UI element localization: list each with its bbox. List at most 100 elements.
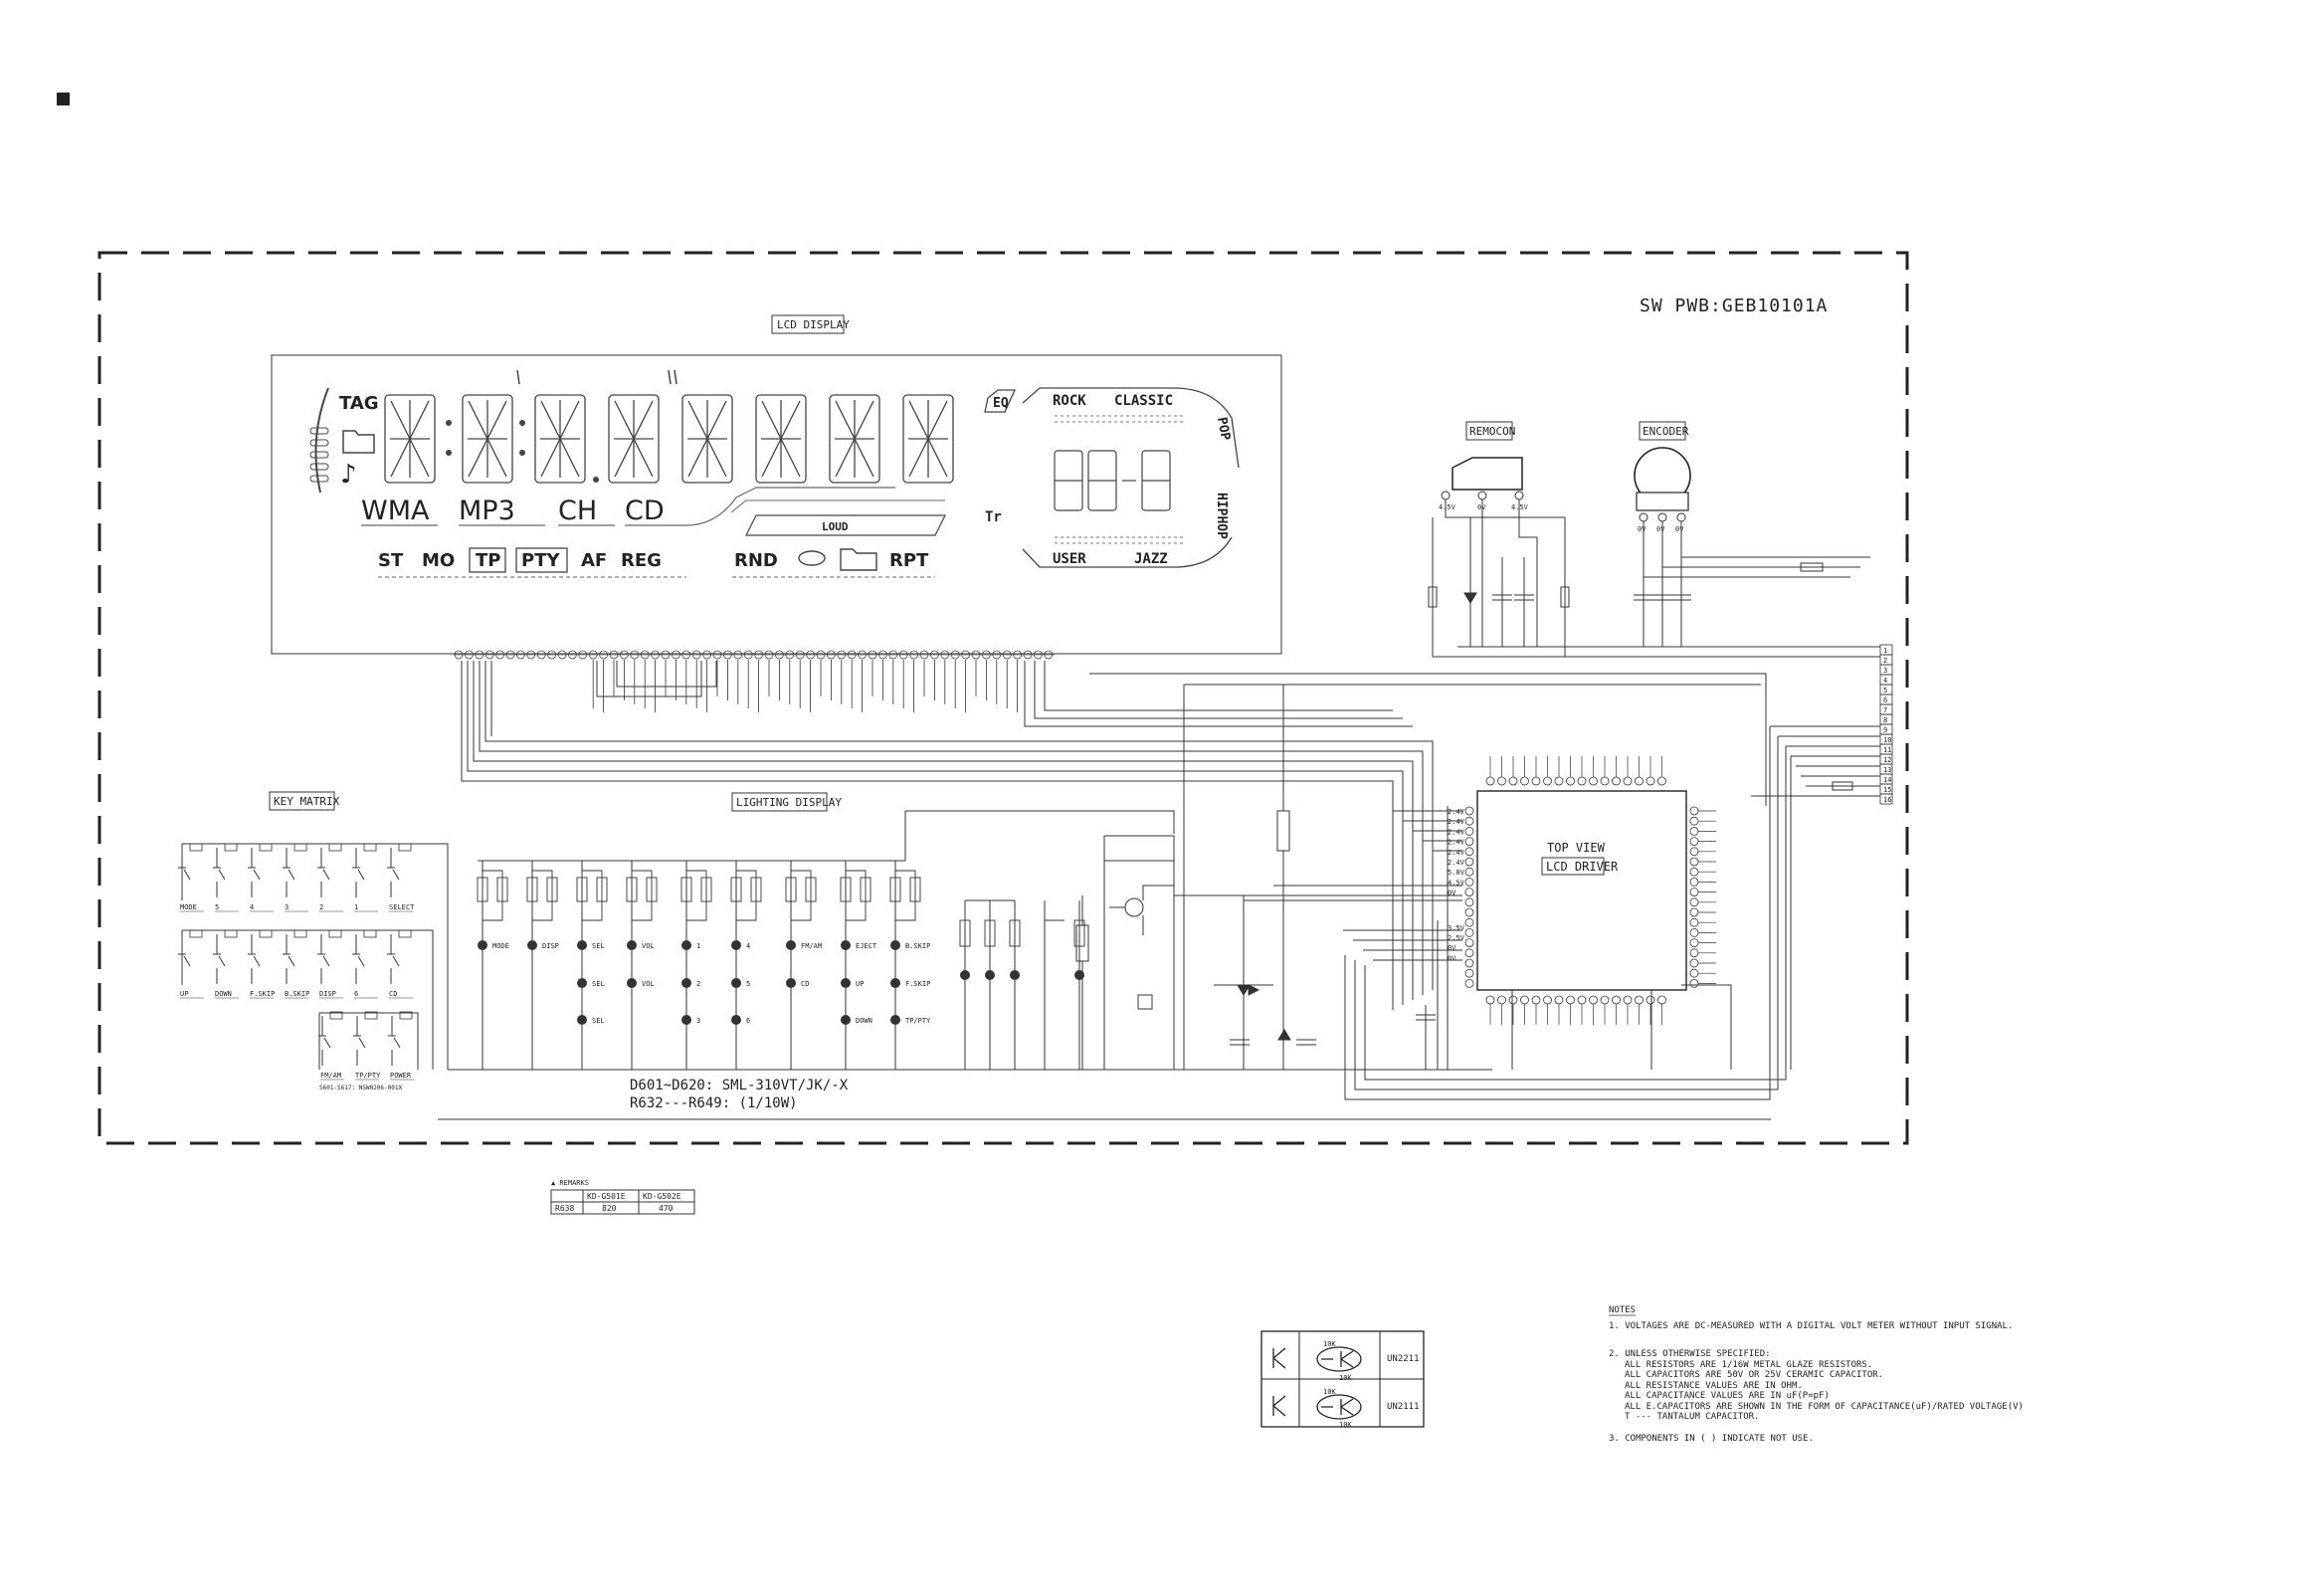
lcd-pin xyxy=(702,650,711,660)
lcd-hiphop: HIPHOP xyxy=(1214,493,1229,539)
lcd-cd: CD xyxy=(625,495,665,526)
note-2b: ALL CAPACITORS ARE 50V OR 25V CERAMIC CA… xyxy=(1625,1370,1883,1380)
lcd-pin xyxy=(526,650,536,660)
led-label: SEL xyxy=(592,1017,605,1025)
driver-left-pin xyxy=(1464,806,1474,816)
board-title: SW PWB:GEB10101A xyxy=(1640,296,1828,316)
driver-right-pin xyxy=(1689,888,1699,896)
driver-left-pin xyxy=(1464,938,1474,947)
key-label: FM/AM xyxy=(320,1072,341,1080)
driver-left-pin xyxy=(1464,816,1474,826)
led-icon xyxy=(890,1015,900,1025)
note-3: 3. COMPONENTS IN ( ) INDICATE NOT USE. xyxy=(1609,1434,1814,1444)
driver-bottom-pin xyxy=(1635,995,1644,1005)
driver-bottom-pin xyxy=(1566,995,1575,1005)
led-resistor-wire xyxy=(895,870,916,921)
led-label: F.SKIP xyxy=(905,980,930,988)
led-resistor-wire xyxy=(632,870,653,921)
driver-bottom-pin xyxy=(1543,995,1552,1005)
connector-pin-label: 6 xyxy=(1883,696,1887,704)
led-resistor xyxy=(626,877,638,902)
lcd-pin xyxy=(557,650,567,660)
driver-top-pin xyxy=(1531,776,1541,786)
led-label: TP/PTY xyxy=(905,1017,931,1025)
key-label: DISP xyxy=(319,990,336,998)
driver-left-pin xyxy=(1464,948,1474,958)
led-icon xyxy=(577,940,587,950)
driver-right-pin xyxy=(1689,878,1699,887)
driver-left-voltage: 0V xyxy=(1448,890,1456,897)
remarks-title: ▲ REMARKS xyxy=(551,1179,589,1187)
music-note-icon: ♪ xyxy=(340,460,357,490)
led-label: 3 xyxy=(696,1017,700,1025)
led-resistor xyxy=(1073,919,1085,947)
lcd-pin xyxy=(898,650,908,660)
lcd-pin xyxy=(827,650,836,660)
key-switch xyxy=(352,934,365,984)
lcd-driver-body xyxy=(1476,790,1687,991)
lcd-pin xyxy=(475,650,484,660)
led-icon xyxy=(786,978,796,988)
key-label: B.SKIP xyxy=(285,990,309,998)
driver-right-pin xyxy=(1689,816,1699,826)
tr1-r1: 10K xyxy=(1323,1340,1336,1348)
led-icon xyxy=(627,940,637,950)
driver-top-pin xyxy=(1589,776,1598,786)
driver-left-voltage: 0V xyxy=(1448,944,1456,952)
key-switch xyxy=(352,848,365,897)
driver-left-voltage: 2.4V xyxy=(1448,859,1465,867)
led-label: VOL xyxy=(642,980,655,988)
key-label: DOWN xyxy=(215,990,232,998)
driver-top-pin xyxy=(1485,776,1495,786)
driver-top-pin xyxy=(1543,776,1552,786)
driver-left-pin xyxy=(1464,847,1474,857)
key-switch xyxy=(213,934,226,984)
connector-pin-label: 2 xyxy=(1883,657,1887,665)
tr2-r1: 10K xyxy=(1323,1388,1336,1396)
lighting-note-1: D601~D620: SML-310VT/JK/-X xyxy=(630,1078,849,1093)
driver-bottom-pin xyxy=(1577,995,1587,1005)
lcd-pin xyxy=(620,650,629,660)
key-resistor xyxy=(224,843,238,852)
key-switch xyxy=(248,934,261,984)
remarks-r0c2: 470 xyxy=(659,1204,674,1213)
led-label: SEL xyxy=(592,942,605,950)
encoder-v3: 0V xyxy=(1675,525,1684,533)
key-resistor xyxy=(328,843,342,852)
connector-pin-label: 13 xyxy=(1883,766,1891,774)
lcd-pin xyxy=(609,650,619,660)
lcd-pin xyxy=(1013,650,1022,660)
led-resistor-wire xyxy=(791,870,812,921)
driver-bottom-pin xyxy=(1497,995,1506,1005)
lcd-classic: CLASSIC xyxy=(1114,393,1173,409)
driver-bottom-pin xyxy=(1531,995,1541,1005)
led-icon xyxy=(786,940,796,950)
lighting-note-2: R632---R649: (1/10W) xyxy=(630,1095,798,1111)
lcd-display-section: LCD DISPLAY TAG ♪ xyxy=(271,314,1282,660)
driver-right-pin xyxy=(1689,827,1699,836)
key-resistor xyxy=(329,1011,343,1020)
led-resistor xyxy=(984,919,996,947)
connector-pin-label: 14 xyxy=(1883,776,1891,784)
driver-bottom-pin xyxy=(1520,995,1529,1005)
led-label: DOWN xyxy=(856,1017,872,1025)
driver-top-pin xyxy=(1657,776,1666,786)
driver-left-pin xyxy=(1464,888,1474,896)
led-icon xyxy=(841,940,851,950)
led-label: DISP xyxy=(542,942,559,950)
lcd-pin xyxy=(661,650,671,660)
lcd-rock: ROCK xyxy=(1053,393,1086,409)
mid-circuit xyxy=(1044,673,1767,1070)
key-switch xyxy=(387,848,400,897)
lcd-driver-ic: TOP VIEW LCD DRIVER 2.4V2.4V2.4V2.4V2.4V… xyxy=(1448,756,1716,1025)
lcd-pin xyxy=(764,650,774,660)
lcd-pin xyxy=(971,650,981,660)
led-label: 6 xyxy=(746,1017,750,1025)
key-label: 4 xyxy=(250,903,254,911)
tr1-r2: 10K xyxy=(1339,1374,1352,1382)
lcd-pty: PTY xyxy=(521,550,560,571)
key-switch xyxy=(317,848,330,897)
led-icon xyxy=(627,978,637,988)
driver-right-pin xyxy=(1689,928,1699,937)
driver-right-pin xyxy=(1689,806,1699,816)
